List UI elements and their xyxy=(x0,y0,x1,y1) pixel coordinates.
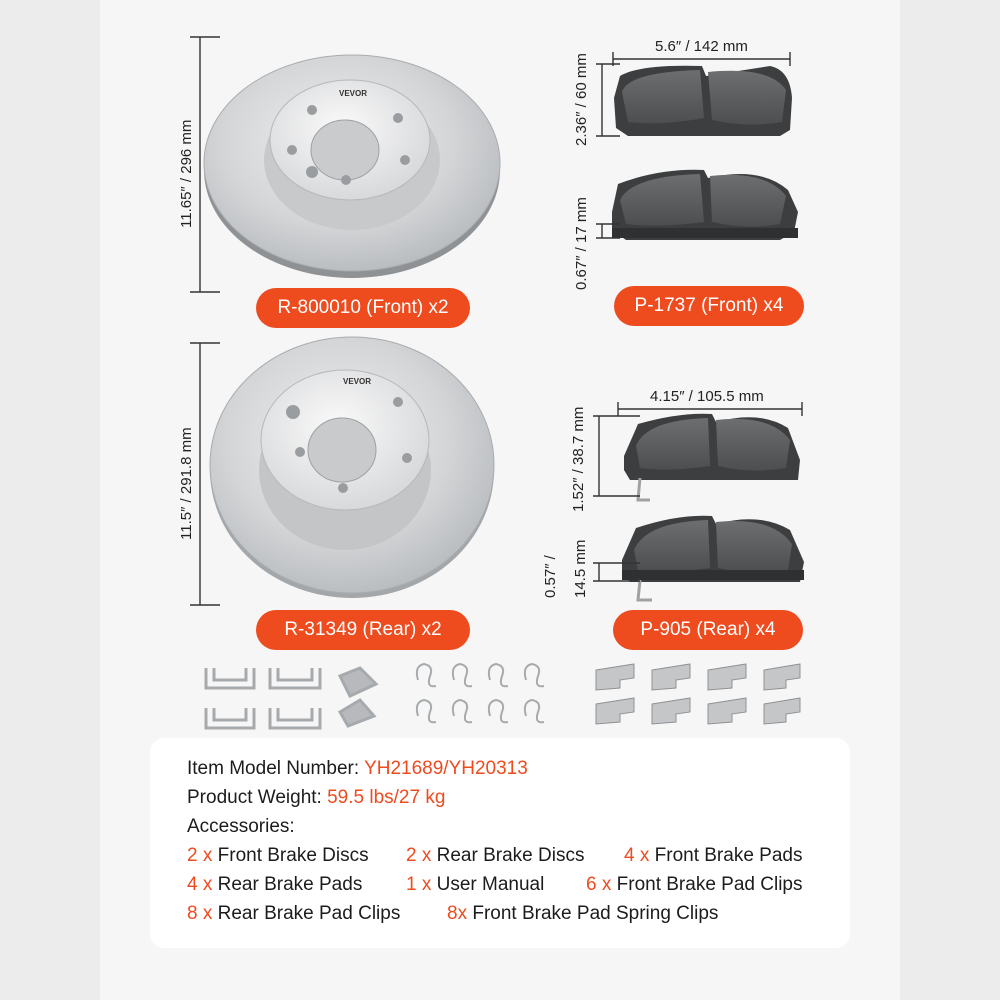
model-number-line: Item Model Number: YH21689/YH20313 xyxy=(187,758,528,780)
weight-label: Product Weight: xyxy=(187,787,328,808)
rear-brake-pad-clips xyxy=(204,666,379,730)
weight-value: 59.5 lbs/27 kg xyxy=(327,787,446,808)
accessory-item: 4 x Front Brake Pads xyxy=(624,845,802,867)
accessory-qty: 1 x xyxy=(406,874,432,895)
accessory-qty: 8x xyxy=(447,903,468,924)
rear-pad-thickness-label-line2: 14.5 mm xyxy=(572,539,589,598)
rear-disc-height-dimension xyxy=(190,342,220,606)
accessory-item: 8x Front Brake Pad Spring Clips xyxy=(447,903,718,925)
rear-pad-label: P-905 (Rear) x4 xyxy=(613,610,803,650)
accessory-qty: 8 x xyxy=(187,903,213,924)
accessory-item: 2 x Front Brake Discs xyxy=(187,845,369,867)
accessories-heading: Accessories: xyxy=(187,816,295,837)
accessory-name: User Manual xyxy=(431,874,545,895)
accessory-name: Front Brake Pad Spring Clips xyxy=(467,903,719,924)
accessory-item: 1 x User Manual xyxy=(406,874,544,896)
rear-disc-label: R-31349 (Rear) x2 xyxy=(256,610,470,650)
front-disc-height-label: 11.65″ / 296 mm xyxy=(178,119,195,228)
accessory-name: Front Brake Pads xyxy=(649,845,803,866)
accessory-qty: 4 x xyxy=(624,845,650,866)
rear-pad-height-label: 1.52″ / 38.7 mm xyxy=(570,406,587,512)
front-brake-pad-spring-clips xyxy=(415,662,545,724)
front-brake-pad-bottom xyxy=(612,169,798,240)
weight-line: Product Weight: 59.5 lbs/27 kg xyxy=(187,787,445,809)
front-disc-height-dimension xyxy=(190,36,220,293)
rear-pad-height-dimension xyxy=(593,415,640,497)
front-brake-disc: VEVOR xyxy=(203,54,501,278)
front-pad-thickness-label: 0.67″ / 17 mm xyxy=(573,197,590,290)
front-pad-thickness-dimension xyxy=(596,223,620,239)
front-disc-label: R-800010 (Front) x2 xyxy=(256,288,470,328)
accessory-qty: 2 x xyxy=(187,845,213,866)
rear-pad-thickness-label-line1: 0.57″ / xyxy=(542,555,559,598)
front-pad-label: P-1737 (Front) x4 xyxy=(614,286,804,326)
rear-pad-width-label: 4.15″ / 105.5 mm xyxy=(650,388,764,405)
accessory-name: Front Brake Discs xyxy=(212,845,369,866)
front-brake-pad-top xyxy=(614,65,792,136)
accessory-item: 4 x Rear Brake Pads xyxy=(187,874,362,896)
model-number-value: YH21689/YH20313 xyxy=(364,758,528,779)
rear-brake-pad-bottom xyxy=(622,515,804,602)
rear-disc-height-label: 11.5″ / 291.8 mm xyxy=(178,427,195,540)
front-pad-width-label: 5.6″ / 142 mm xyxy=(655,38,748,55)
accessory-qty: 4 x xyxy=(187,874,213,895)
specs-card: Item Model Number: YH21689/YH20313 Produ… xyxy=(150,738,850,948)
front-brake-pad-clips xyxy=(595,663,801,725)
accessory-name: Rear Brake Pads xyxy=(212,874,363,895)
front-pad-height-label: 2.36″ / 60 mm xyxy=(573,53,590,146)
accessory-qty: 6 x xyxy=(586,874,612,895)
accessory-item: 2 x Rear Brake Discs xyxy=(406,845,584,867)
accessory-name: Rear Brake Discs xyxy=(431,845,585,866)
svg-text:VEVOR: VEVOR xyxy=(343,377,371,386)
svg-text:VEVOR: VEVOR xyxy=(339,89,367,98)
rear-brake-disc: VEVOR xyxy=(209,336,495,598)
rear-pad-width-dimension xyxy=(617,402,803,416)
accessory-qty: 2 x xyxy=(406,845,432,866)
accessory-name: Rear Brake Pad Clips xyxy=(212,903,401,924)
accessory-item: 6 x Front Brake Pad Clips xyxy=(586,874,803,896)
accessory-item: 8 x Rear Brake Pad Clips xyxy=(187,903,400,925)
product-illustration: VEVOR VEVOR xyxy=(190,36,804,730)
front-pad-height-dimension xyxy=(596,63,620,137)
accessory-name: Front Brake Pad Clips xyxy=(611,874,803,895)
rear-brake-pad-top xyxy=(624,413,800,502)
model-number-label: Item Model Number: xyxy=(187,758,365,779)
rear-pad-thickness-dimension xyxy=(593,562,640,582)
